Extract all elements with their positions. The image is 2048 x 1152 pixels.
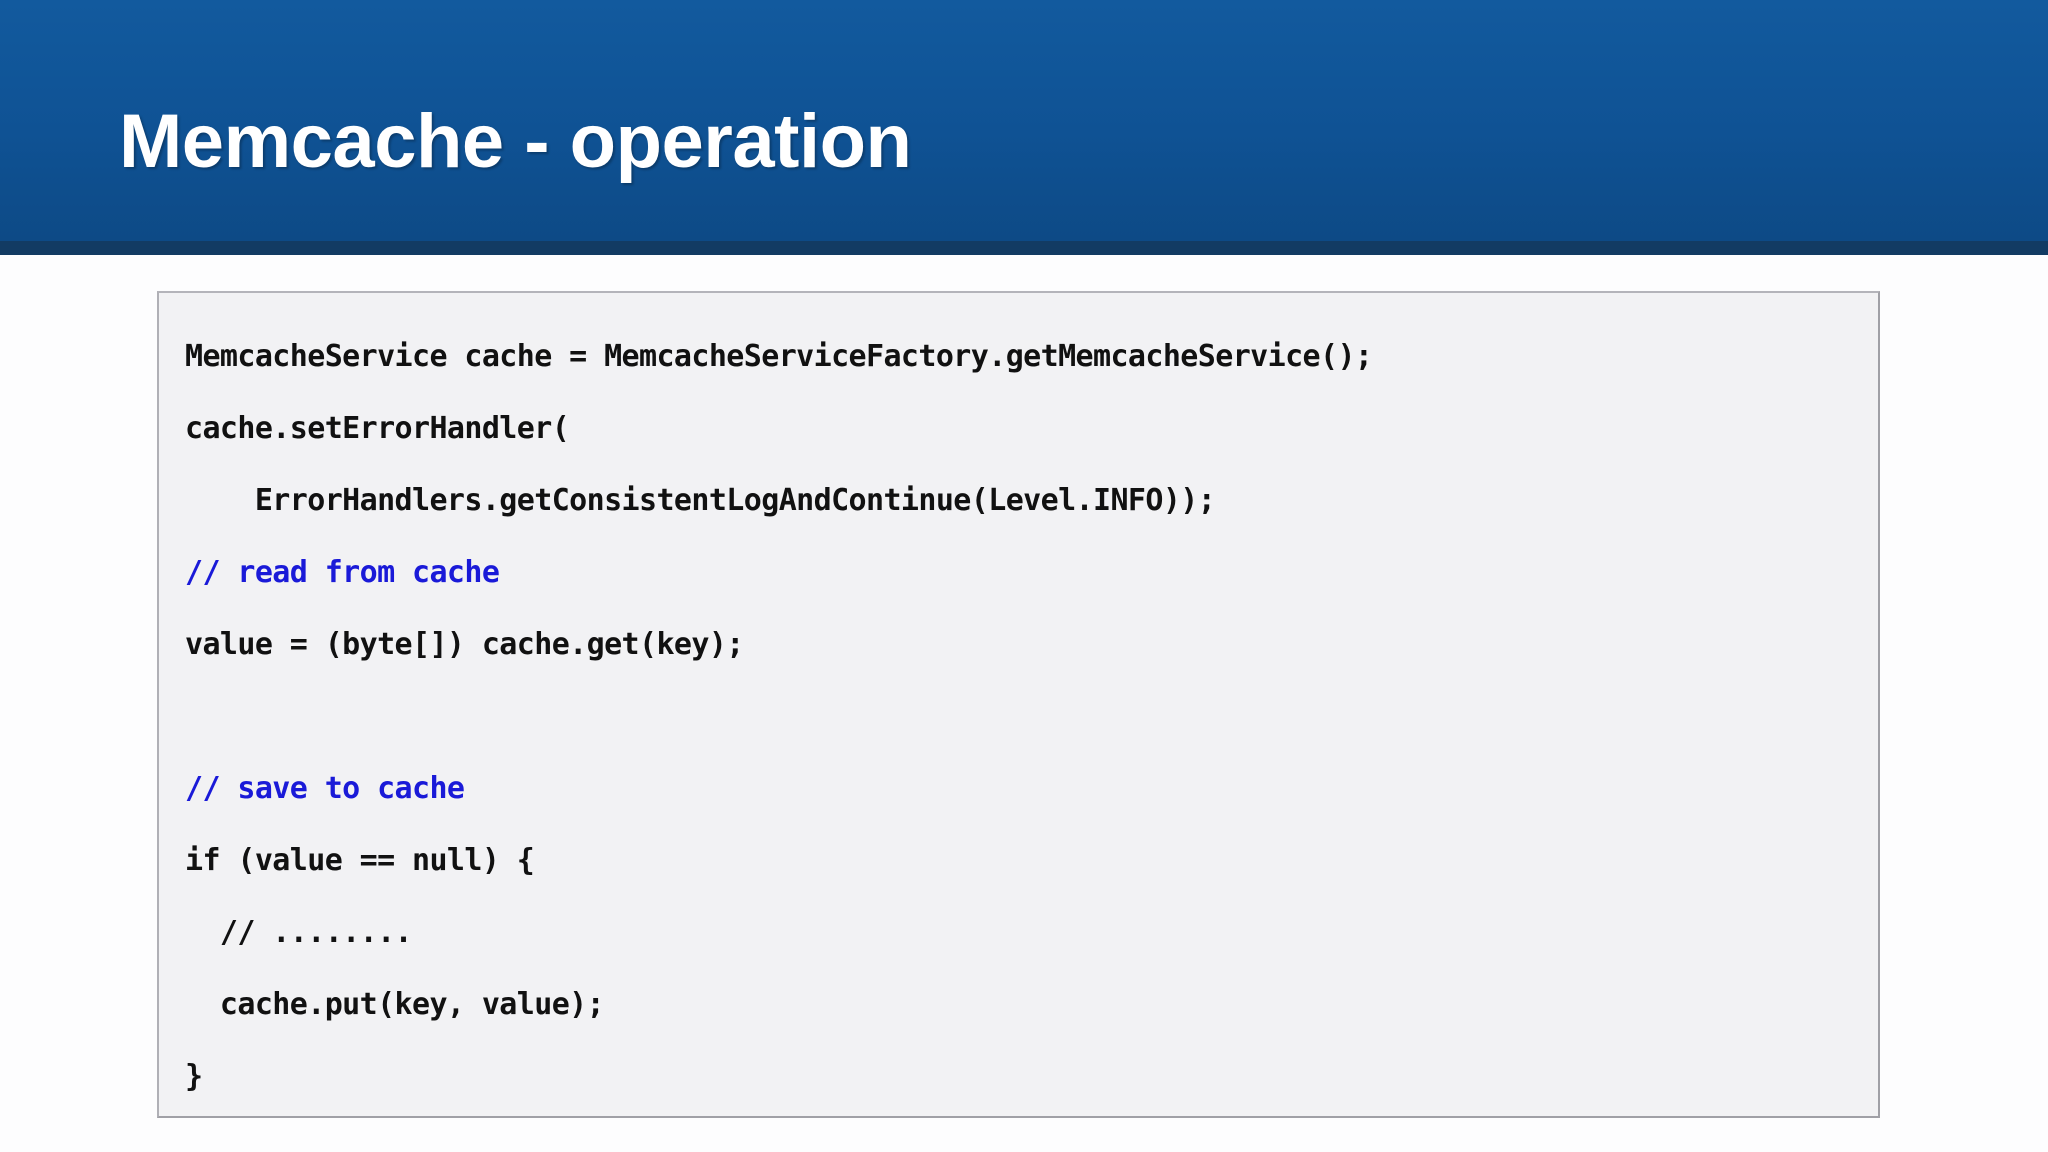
code-line: // read from cache — [185, 555, 500, 590]
code-line: // save to cache — [185, 771, 465, 806]
code-line: cache.setErrorHandler( — [185, 411, 570, 446]
code-block: MemcacheService cache = MemcacheServiceF… — [157, 291, 1880, 1118]
slide-body: MemcacheService cache = MemcacheServiceF… — [0, 255, 2048, 1152]
code-line: cache.put(key, value); — [185, 987, 605, 1022]
code-lines: MemcacheService cache = MemcacheServiceF… — [185, 321, 1868, 1113]
code-line: ErrorHandlers.getConsistentLogAndContinu… — [185, 483, 1216, 518]
code-line: // ........ — [185, 915, 413, 950]
code-line: MemcacheService cache = MemcacheServiceF… — [185, 339, 1373, 374]
header-accent-rule — [0, 241, 2048, 255]
code-line — [185, 681, 1868, 753]
page-title: Memcache - operation — [119, 99, 912, 184]
code-line: value = (byte[]) cache.get(key); — [185, 627, 744, 662]
code-line: } — [185, 1059, 203, 1094]
code-line: if (value == null) { — [185, 843, 535, 878]
slide-header-band: Memcache - operation — [0, 0, 2048, 241]
